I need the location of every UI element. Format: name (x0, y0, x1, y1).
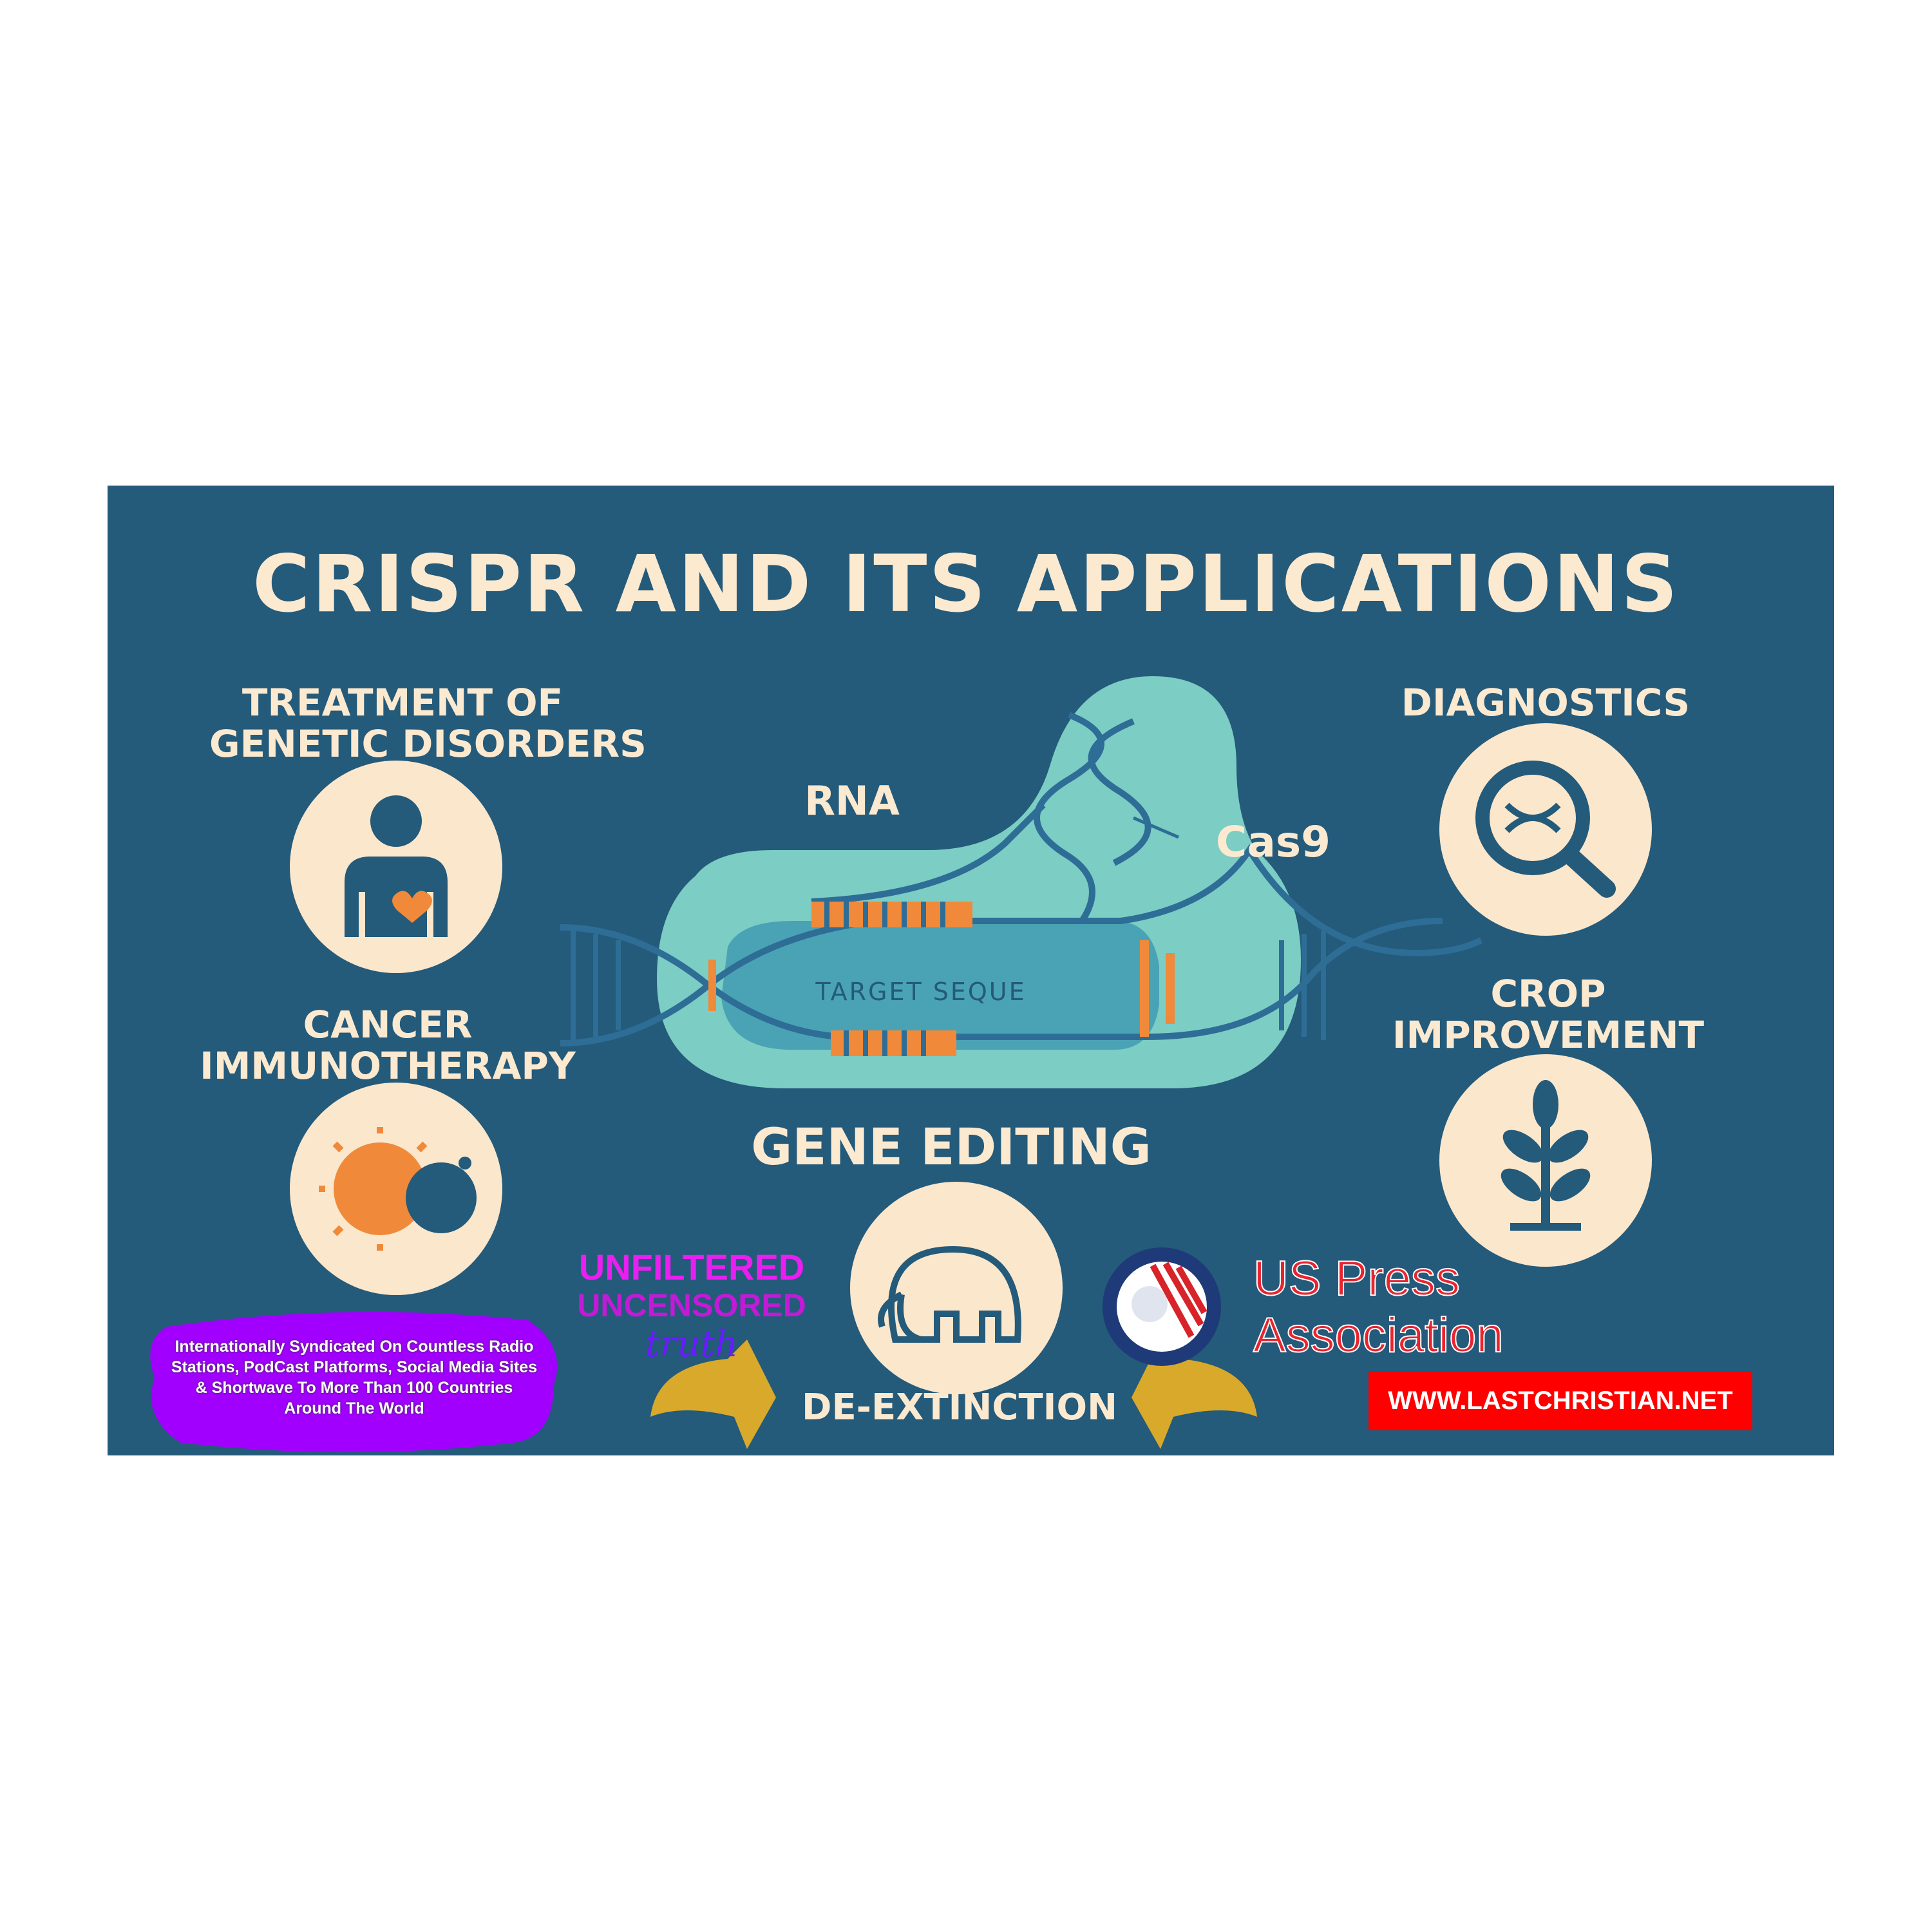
treatment-label-line1: TREATMENT OF (242, 681, 564, 724)
logo-uncensored: UNCENSORED (577, 1287, 806, 1323)
cancer-cell-icon (290, 1083, 502, 1295)
us-press-seal-logo (1103, 1247, 1221, 1366)
gold-arrow-left-icon (650, 1340, 776, 1449)
diagnostics-magnifier-icon (1439, 723, 1652, 936)
cas9-label: Cas9 (1215, 817, 1331, 867)
crop-label-line1: CROP (1490, 972, 1606, 1016)
logo-unfiltered: UNFILTERED (578, 1247, 805, 1287)
cancer-label-line1: CANCER (303, 1003, 473, 1046)
website-url-link[interactable]: WWW.LASTCHRISTIAN.NET (1368, 1371, 1752, 1430)
mammoth-icon (850, 1182, 1063, 1394)
logo-truth: truth (645, 1323, 738, 1365)
target-sequence-label: TARGET SEQUE (815, 978, 1027, 1006)
diagnostics-label: DIAGNOSTICS (1401, 681, 1690, 724)
crop-label: CROP IMPROVEMENT (1355, 972, 1741, 1057)
treatment-label: TREATMENT OF GENETIC DISORDERS (209, 681, 647, 766)
de-extinction-label: DE-EXTINCTION (802, 1387, 1117, 1428)
crop-label-line2: IMPROVEMENT (1392, 1012, 1705, 1057)
page-title: CRISPR AND ITS APPLICATIONS (252, 538, 1680, 630)
cancer-label-line2: IMMUNOTHERAPY (200, 1043, 576, 1088)
gold-arrow-right-icon (1132, 1340, 1257, 1449)
treatment-label-line2: GENETIC DISORDERS (209, 721, 647, 766)
gene-editing-label: GENE EDITING (751, 1119, 1151, 1177)
cancer-label: CANCER IMMUNOTHERAPY (194, 1003, 581, 1088)
cas9-diagram (560, 676, 1483, 1088)
syndication-text: Internationally Syndicated On Countless … (171, 1338, 538, 1417)
rna-label: RNA (804, 777, 900, 824)
treatment-icon (290, 761, 502, 973)
crop-plant-icon (1439, 1054, 1652, 1267)
syndication-blob (150, 1312, 558, 1452)
us-press-line1: US Press (1253, 1251, 1461, 1306)
us-press-line2: Association (1253, 1308, 1504, 1363)
